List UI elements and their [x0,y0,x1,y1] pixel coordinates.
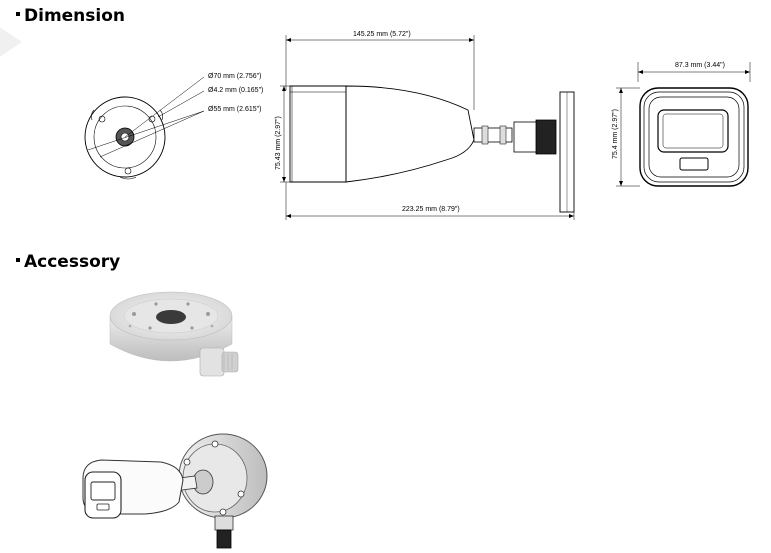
section-heading-accessory: Accessory [16,252,120,272]
dim-outer-diameter: Ø70 mm (2.756") [208,73,262,80]
dim-hole-diameter: Ø4.2 mm (0.165") [208,87,264,94]
watermark-logo [0,27,22,57]
camera-with-junction-box-image [82,433,268,549]
dim-side-height: 75.43 mm (2.97") [275,116,282,170]
bullet-icon [16,258,20,262]
base-front-view-drawing [84,76,205,180]
dim-rear-height: 75.4 mm (2.97") [612,109,619,159]
camera-side-view-drawing [280,35,575,220]
junction-box-image [109,291,239,377]
dim-rear-width: 87.3 mm (3.44") [675,62,725,69]
section-heading-dimension: Dimension [16,6,125,26]
dim-inner-diameter: Ø55 mm (2.615") [208,106,262,113]
dim-top-length: 145.25 mm (5.72") [353,31,411,38]
bullet-icon [16,12,20,16]
dim-total-length: 223.25 mm (8.79") [402,206,460,213]
camera-rear-view-drawing [616,62,751,187]
